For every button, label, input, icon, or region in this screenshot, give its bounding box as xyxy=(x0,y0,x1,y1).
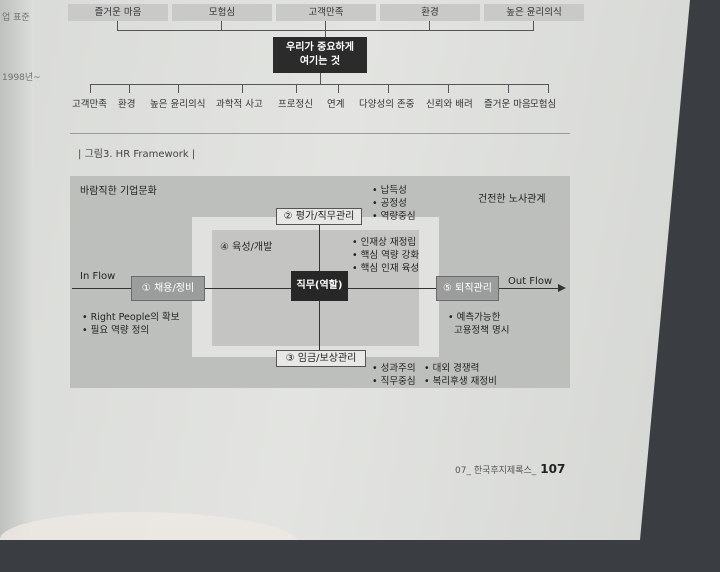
bullets-development: • 인재상 재정립 • 핵심 역량 강화 • 핵심 인재 육성 xyxy=(352,236,419,275)
margin-text-year: 1998년~ xyxy=(2,73,41,83)
value-box-2: 모험심 xyxy=(172,4,272,21)
connector xyxy=(178,84,179,93)
connector xyxy=(388,84,389,93)
page-number: 107 xyxy=(540,462,566,476)
bullet-item: • Right People의 확보 xyxy=(82,312,180,323)
section-divider xyxy=(70,133,570,134)
connector xyxy=(296,84,297,93)
footer-section: 07_ 한국후지제록스_ xyxy=(455,466,537,476)
connector xyxy=(533,21,534,30)
value-box-3: 고객만족 xyxy=(276,4,376,21)
out-flow-arrow-icon xyxy=(558,284,566,292)
bullets-recruitment: • Right People의 확보 • 필요 역량 정의 xyxy=(82,311,179,337)
bullet-item: • 핵심 역량 강화 xyxy=(352,250,420,261)
box-job-role: 직무(역할) xyxy=(291,271,348,301)
in-flow-label: In Flow xyxy=(80,271,116,282)
values-center-box: 우리가 중요하게 여기는 것 xyxy=(273,37,367,73)
margin-text-top: 업 표준 xyxy=(2,13,30,23)
value-label: 고객만족 xyxy=(72,99,107,110)
bullet-item: • 납득성 xyxy=(372,185,407,196)
book-spine xyxy=(0,0,34,540)
value-label: 신뢰와 배려 xyxy=(426,99,473,110)
connector xyxy=(117,21,118,30)
page-footer: 07_ 한국후지제록스_107 xyxy=(455,462,565,476)
value-label: 프로정신 xyxy=(278,99,313,110)
bullets-evaluation: • 납득성 • 공정성 • 역량중심 xyxy=(372,184,416,223)
value-label: 과학적 사고 xyxy=(216,99,263,110)
hand-shadow xyxy=(0,512,300,540)
bullets-compensation-right: • 대외 경쟁력 • 복리후생 재정비 xyxy=(424,362,497,388)
connector xyxy=(90,84,548,85)
value-label: 즐거운 마음 xyxy=(484,99,531,110)
connector xyxy=(320,73,321,84)
out-flow-label: Out Flow xyxy=(508,276,553,287)
bullet-item: • 핵심 인재 육성 xyxy=(352,263,420,274)
values-center-line2: 여기는 것 xyxy=(299,56,341,67)
connector xyxy=(242,84,243,93)
box-retirement: ⑤ 퇴직관리 xyxy=(436,276,499,301)
figure-title-text: 그림3. HR Framework xyxy=(84,149,189,160)
box-evaluation: ② 평가/직무관리 xyxy=(276,208,362,225)
value-label: 모험심 xyxy=(530,99,557,110)
connector xyxy=(548,84,549,93)
connector xyxy=(129,84,130,93)
label-development: ④ 육성/개발 xyxy=(220,242,273,253)
bullet-item: • 인재상 재정립 xyxy=(352,237,417,248)
bullet-item: • 필요 역량 정의 xyxy=(82,325,150,336)
value-box-1: 즐거운 마음 xyxy=(68,4,168,21)
bullets-retirement: • 예측가능한 고용정책 명시 xyxy=(448,311,509,337)
connector xyxy=(90,84,91,93)
box-recruitment: ① 채용/정비 xyxy=(131,276,205,301)
connector xyxy=(448,84,449,93)
connector xyxy=(117,30,534,31)
bullet-item: • 성과주의 xyxy=(372,363,416,374)
value-label: 다양성의 존중 xyxy=(359,99,415,110)
bullets-compensation-left: • 성과주의 • 직무중심 xyxy=(372,362,416,388)
connector xyxy=(508,84,509,93)
bullet-item: • 복리후생 재정비 xyxy=(424,376,497,387)
bullet-item: • 직무중심 xyxy=(372,376,416,387)
values-center-line1: 우리가 중요하게 xyxy=(286,42,354,53)
value-box-4: 환경 xyxy=(380,4,480,21)
bullet-item: • 역량중심 xyxy=(372,211,416,222)
book-page: 업 표준 1998년~ 즐거운 마음 모험심 고객만족 환경 높은 윤리의식 우… xyxy=(0,0,690,540)
bullet-item: • 공정성 xyxy=(372,198,407,209)
value-label: 높은 윤리의식 xyxy=(150,99,206,110)
value-box-5: 높은 윤리의식 xyxy=(484,4,584,21)
bullet-item: 고용정책 명시 xyxy=(454,325,510,336)
box-compensation: ③ 임금/보상관리 xyxy=(276,350,366,367)
corner-label-labor: 건전한 노사관계 xyxy=(478,194,546,205)
bullet-item: • 예측가능한 xyxy=(448,312,501,323)
value-label: 연계 xyxy=(327,99,345,110)
connector xyxy=(338,84,339,93)
connector xyxy=(221,21,222,30)
connector xyxy=(325,21,326,37)
bullet-item: • 대외 경쟁력 xyxy=(424,363,480,374)
figure-title: | 그림3. HR Framework | xyxy=(78,149,196,160)
corner-label-culture: 바람직한 기업문화 xyxy=(80,186,157,197)
value-label: 환경 xyxy=(118,99,136,110)
connector xyxy=(429,21,430,30)
